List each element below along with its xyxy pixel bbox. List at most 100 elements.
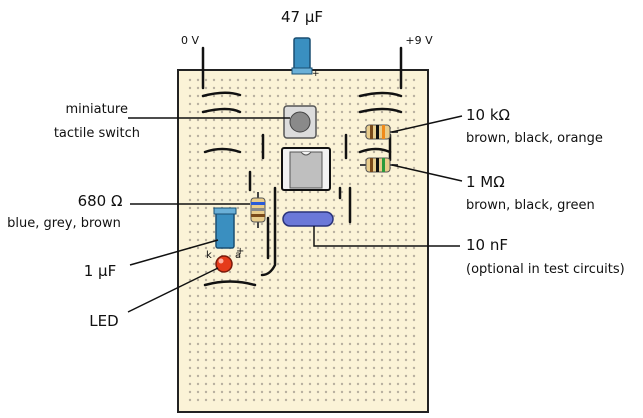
board-hole <box>380 294 384 298</box>
board-hole <box>356 102 360 106</box>
led-k: k <box>206 250 212 261</box>
hole-grid <box>188 78 416 402</box>
board-hole <box>356 94 360 98</box>
board-hole <box>332 230 336 234</box>
board-hole <box>372 182 376 186</box>
led-label: LED <box>89 312 118 330</box>
board-hole <box>340 214 344 218</box>
board-hole <box>348 150 352 154</box>
board-hole <box>228 302 232 306</box>
board-hole <box>388 350 392 354</box>
board-hole <box>412 342 416 346</box>
board-hole <box>212 174 216 178</box>
board-hole <box>364 358 368 362</box>
board-hole <box>396 342 400 346</box>
board-hole <box>260 262 264 266</box>
board-hole <box>404 118 408 122</box>
board-hole <box>292 230 296 234</box>
board-hole <box>380 302 384 306</box>
board-hole <box>212 302 216 306</box>
board-hole <box>300 94 304 98</box>
board-hole <box>236 358 240 362</box>
board-hole <box>244 374 248 378</box>
board-hole <box>188 206 192 210</box>
board-hole <box>204 334 208 338</box>
board-hole <box>380 342 384 346</box>
board-hole <box>324 118 328 122</box>
board-hole <box>236 254 240 258</box>
board-hole <box>404 350 408 354</box>
board-hole <box>228 358 232 362</box>
board-hole <box>188 190 192 194</box>
board-hole <box>236 174 240 178</box>
board-hole <box>372 342 376 346</box>
rail-0v: 0 V <box>181 34 199 47</box>
board-hole <box>196 118 200 122</box>
board-hole <box>388 286 392 290</box>
board-hole <box>316 118 320 122</box>
board-hole <box>340 78 344 82</box>
board-hole <box>220 142 224 146</box>
board-hole <box>252 374 256 378</box>
board-hole <box>196 102 200 106</box>
board-hole <box>364 238 368 242</box>
board-hole <box>268 150 272 154</box>
board-hole <box>404 134 408 138</box>
r680-colors: blue, grey, brown <box>7 216 121 231</box>
board-hole <box>412 382 416 386</box>
board-hole <box>196 278 200 282</box>
board-hole <box>316 342 320 346</box>
board-hole <box>252 350 256 354</box>
board-hole <box>196 166 200 170</box>
board-hole <box>380 262 384 266</box>
board-hole <box>284 334 288 338</box>
board-hole <box>212 198 216 202</box>
board-hole <box>340 110 344 114</box>
board-hole <box>284 358 288 362</box>
board-hole <box>348 86 352 90</box>
board-hole <box>332 94 336 98</box>
board-hole <box>212 318 216 322</box>
board-hole <box>220 342 224 346</box>
board-hole <box>228 350 232 354</box>
board-hole <box>316 294 320 298</box>
board-hole <box>244 350 248 354</box>
board-hole <box>268 294 272 298</box>
board-hole <box>204 182 208 186</box>
board-hole <box>332 334 336 338</box>
board-hole <box>244 278 248 282</box>
board-hole <box>252 166 256 170</box>
board-hole <box>188 222 192 226</box>
tactile-switch <box>283 105 317 139</box>
board-hole <box>412 286 416 290</box>
board-hole <box>284 262 288 266</box>
board-hole <box>412 238 416 242</box>
board-hole <box>196 390 200 394</box>
board-hole <box>268 102 272 106</box>
board-hole <box>364 190 368 194</box>
board-hole <box>308 270 312 274</box>
board-hole <box>404 382 408 386</box>
board-hole <box>196 158 200 162</box>
board-hole <box>188 78 192 82</box>
board-hole <box>220 190 224 194</box>
board-hole <box>196 342 200 346</box>
board-hole <box>260 334 264 338</box>
board-hole <box>412 190 416 194</box>
board-hole <box>324 310 328 314</box>
board-hole <box>244 142 248 146</box>
board-hole <box>324 230 328 234</box>
board-hole <box>324 374 328 378</box>
board-hole <box>396 278 400 282</box>
board-hole <box>204 318 208 322</box>
board-hole <box>300 358 304 362</box>
board-hole <box>396 398 400 402</box>
board-hole <box>268 382 272 386</box>
board-hole <box>276 310 280 314</box>
board-hole <box>244 190 248 194</box>
board-hole <box>204 86 208 90</box>
board-hole <box>212 94 216 98</box>
board-hole <box>372 286 376 290</box>
board-hole <box>268 198 272 202</box>
board-hole <box>356 214 360 218</box>
